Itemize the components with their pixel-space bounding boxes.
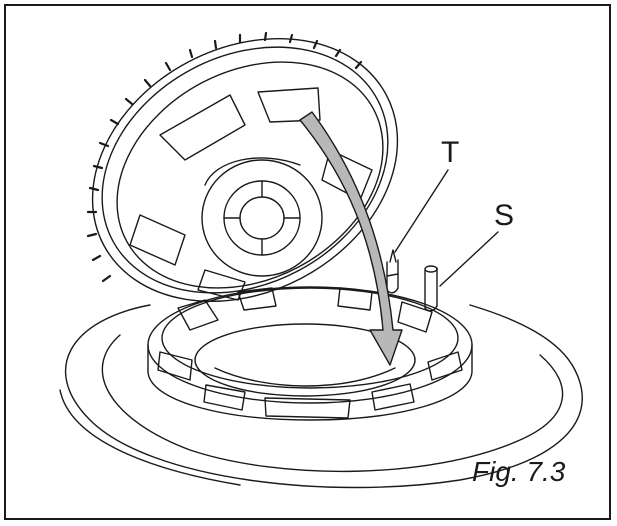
figure-caption: Fig. 7.3 <box>472 456 566 487</box>
rotation-arrow <box>299 111 403 366</box>
callout-label-s: S <box>494 199 515 232</box>
pin-t <box>386 249 399 294</box>
leader-line-t <box>394 169 449 253</box>
hub-housing <box>147 286 473 421</box>
sprocket-pulley <box>86 31 399 303</box>
callout-label-t: T <box>441 136 460 169</box>
leader-line-s <box>439 231 499 287</box>
base-surface <box>59 304 583 489</box>
dowel-pin-s <box>424 265 438 312</box>
